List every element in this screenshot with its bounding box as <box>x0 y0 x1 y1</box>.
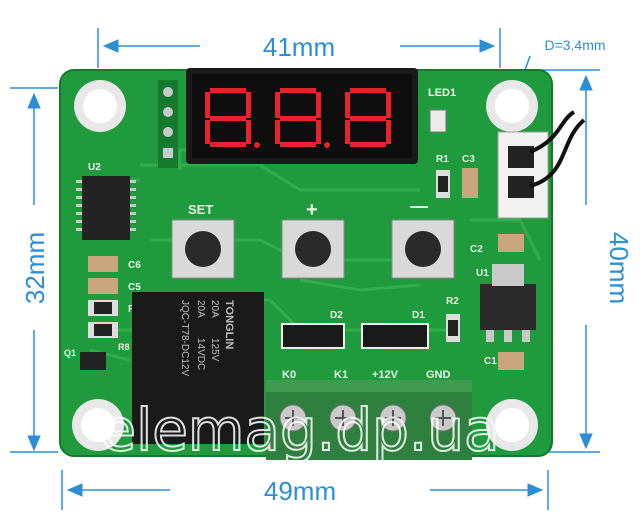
relay-rating-3: 125V <box>209 338 220 362</box>
mount-hole-top-left <box>74 80 126 132</box>
silk-gnd: GND <box>426 369 451 381</box>
mount-hole-bottom-left <box>72 399 124 451</box>
width-dimension-label: 41mm <box>263 32 335 62</box>
silk-q1: Q1 <box>64 348 76 358</box>
silk-12v: +12V <box>372 369 399 381</box>
set-button[interactable] <box>171 219 235 279</box>
silk-r8: R8 <box>118 342 130 352</box>
silk-d1: D1 <box>412 310 425 321</box>
relay-rating-4: 14VDC <box>195 338 206 370</box>
mount-hole-top-right <box>486 80 538 132</box>
silk-d2: D2 <box>330 310 343 321</box>
minus-button[interactable] <box>391 219 455 279</box>
voltage-regulator <box>480 264 536 342</box>
seven-segment-display <box>186 68 418 164</box>
dimension-lines <box>10 28 600 510</box>
diodes <box>281 323 429 349</box>
ic-u2 <box>76 176 136 240</box>
sensor-connector <box>497 110 586 219</box>
relay: TONGLIN 20A 125V 20A 14VDC JQC-T78-DC12V <box>132 292 264 444</box>
relay-brand: TONGLIN <box>223 300 235 349</box>
watermark: elemag.dp.ua <box>100 396 499 464</box>
relay-model: JQC-T78-DC12V <box>179 300 190 376</box>
silk-c5: C5 <box>128 282 141 293</box>
hole-diameter-label: D=3.4mm <box>544 37 605 53</box>
silk-c2: C2 <box>470 244 483 255</box>
relay-rating-2: 20A <box>195 300 206 318</box>
mount-hole-bottom-right <box>486 399 538 451</box>
silk-k1: K1 <box>334 369 348 381</box>
plus-button[interactable] <box>281 219 345 279</box>
silk-c1: C1 <box>484 356 497 367</box>
terminal-block <box>266 380 472 460</box>
silk-u2: U2 <box>88 162 101 173</box>
led <box>429 109 447 133</box>
relay-rating-1: 20A <box>209 300 220 318</box>
silk-r2: R2 <box>446 296 459 307</box>
silk-set: SET <box>188 202 213 217</box>
silk-c3: C3 <box>462 154 475 165</box>
smd-components <box>80 168 524 370</box>
pcb-board: LED1 U2 SET + <box>59 68 553 460</box>
silk-u1: U1 <box>476 268 489 279</box>
silk-r1: R1 <box>436 154 449 165</box>
silk-minus: — <box>410 196 428 216</box>
led-label: LED1 <box>428 87 456 99</box>
outer-width-dimension-label: 49mm <box>264 476 336 506</box>
silk-plus: + <box>306 199 318 221</box>
pin-header <box>158 80 178 168</box>
outer-height-dimension-label: 40mm <box>604 232 634 304</box>
silk-c6: C6 <box>128 260 141 271</box>
silk-k0: K0 <box>282 369 296 381</box>
height-dimension-label: 32mm <box>20 232 50 304</box>
